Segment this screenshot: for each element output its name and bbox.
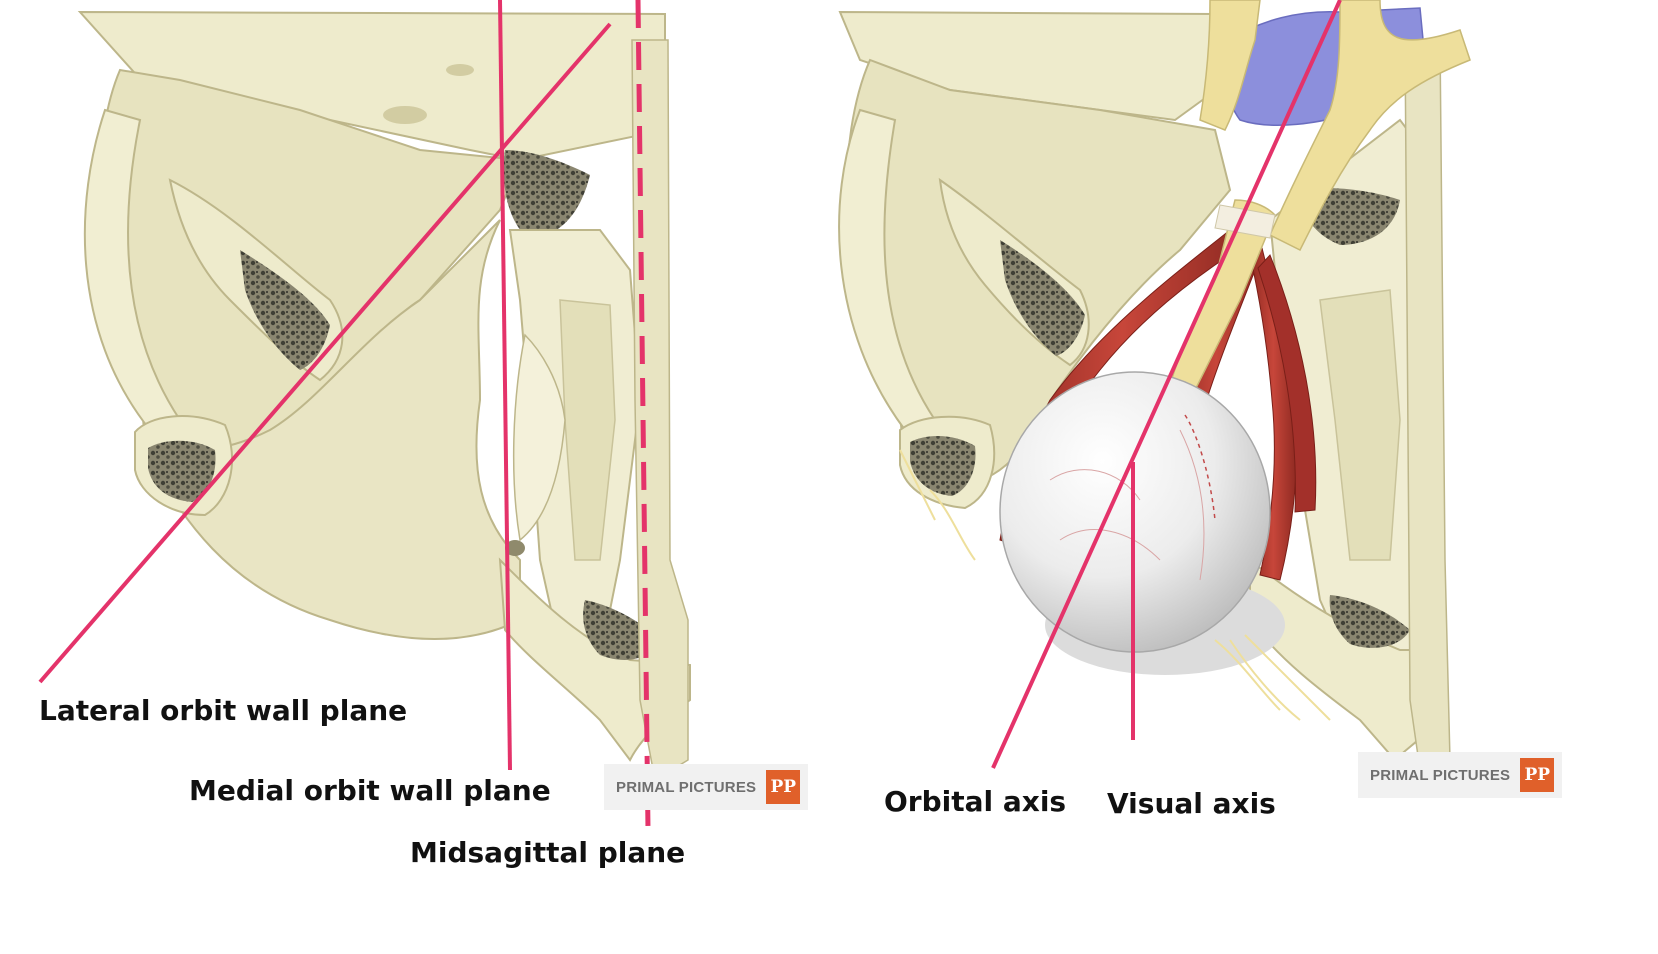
ciliary-nerves — [899, 449, 1331, 721]
left-orbit-bone — [77, 10, 691, 782]
medial-orbit-wall-plane-line — [498, 0, 512, 771]
optic-nerve — [1169, 199, 1276, 391]
eyeball — [999, 371, 1285, 675]
primal-pictures-logo-icon: PP — [1520, 758, 1555, 792]
midsagittal-plane-label: Midsagittal plane — [410, 836, 686, 869]
right-orbit-bone — [838, 10, 1451, 771]
primal-pictures-logo-icon: PP — [766, 770, 801, 804]
orbital-axis-label: Orbital axis — [884, 785, 1067, 818]
orbital-vessels — [1199, 0, 1471, 252]
medial-orbit-wall-plane-label: Medial orbit wall plane — [189, 774, 551, 807]
orbital-axis-line — [991, 0, 1342, 769]
primal-pictures-watermark-right: PRIMAL PICTURES PP — [1358, 752, 1563, 798]
watermark-text: PRIMAL PICTURES — [616, 778, 757, 796]
primal-pictures-watermark-left: PRIMAL PICTURES PP — [604, 764, 809, 810]
visual-axis-label: Visual axis — [1107, 787, 1276, 820]
watermark-text: PRIMAL PICTURES — [1370, 766, 1511, 784]
lateral-orbit-wall-plane-line — [38, 22, 612, 684]
midsagittal-plane-line — [635, 0, 651, 831]
lateral-orbit-wall-plane-label: Lateral orbit wall plane — [39, 694, 408, 727]
plane-lines — [38, 0, 1342, 831]
